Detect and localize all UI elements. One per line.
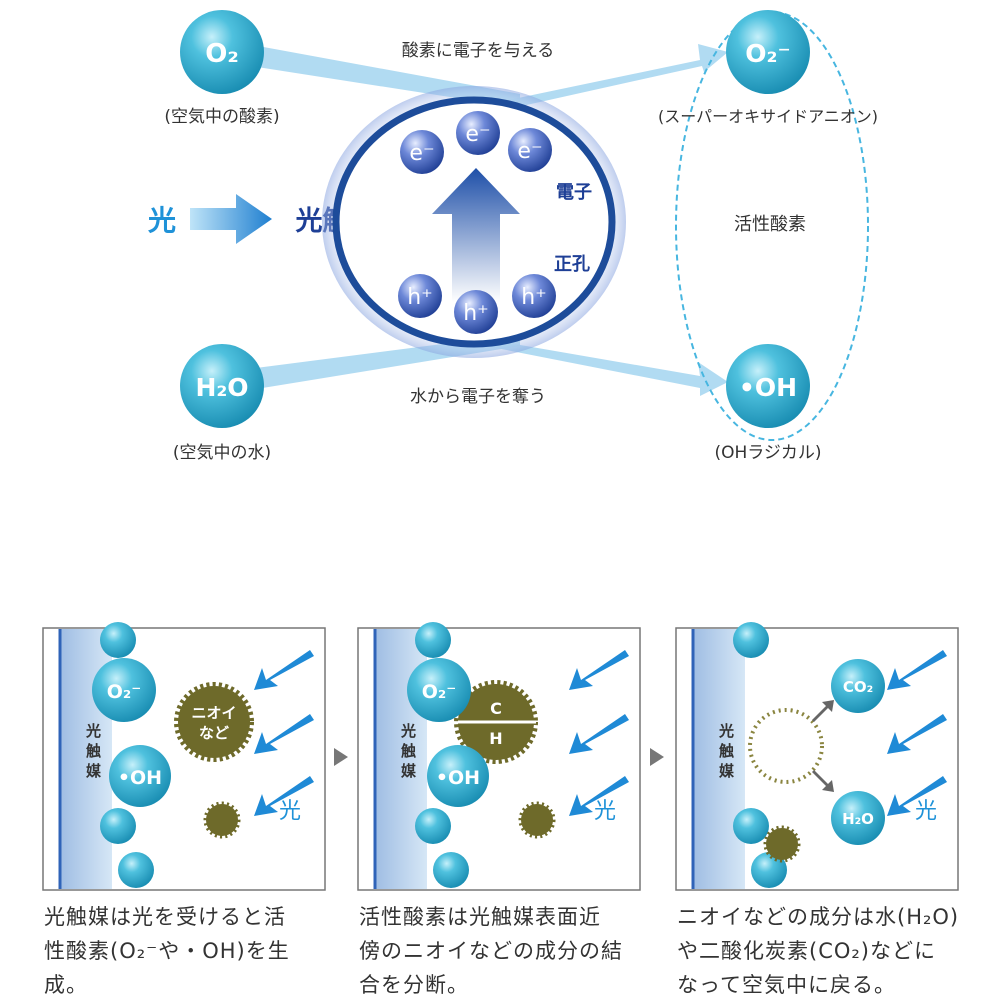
panel-3-h2o: H₂O <box>831 791 885 845</box>
panel-1-caption-line-3: 成。 <box>44 973 88 997</box>
electron-1-label: e⁻ <box>409 141 434 166</box>
panel-2-caption-line-1: 活性酸素は光触媒表面近 <box>359 905 601 929</box>
excitation-arrow <box>432 168 520 302</box>
step-arrow-1 <box>334 748 348 766</box>
panel-2-light-rays <box>569 650 629 816</box>
panel-1-light-label: 光 <box>279 799 301 824</box>
hole-3: h⁺ <box>512 274 556 318</box>
panel-2-bond-bottom: H <box>489 729 502 748</box>
panel-1-superoxide-label: O₂⁻ <box>107 681 142 703</box>
electron-label: 電子 <box>556 182 592 203</box>
panel-3-surface-label: 光触媒 <box>718 722 735 780</box>
hole-1: h⁺ <box>398 274 442 318</box>
electron-2-label: e⁻ <box>465 122 490 147</box>
lower-outgoing-arrow <box>480 338 728 396</box>
superoxide-caption: (スーパーオキサイドアニオン) <box>658 107 878 126</box>
panel-1-odor-particle <box>203 801 241 839</box>
arrow-top-label: 酸素に電子を与える <box>402 41 555 61</box>
o2-label: O₂ <box>205 39 239 69</box>
panel-1-caption-line-2: 性酸素(O₂⁻や・OH)を生 <box>44 939 290 963</box>
panel-1-superoxide: O₂⁻ <box>92 658 156 722</box>
active-oxygen-boundary <box>675 11 869 441</box>
h2o-caption: (空気中の水) <box>173 443 271 463</box>
panel-1-caption-line-1: 光触媒は光を受けると活 <box>44 905 286 929</box>
panel-2-odor-particle <box>518 801 556 839</box>
electron-1: e⁻ <box>400 130 444 174</box>
panel-3-arrow-down <box>812 770 834 792</box>
hole-3-label: h⁺ <box>521 285 547 310</box>
panel-1-light-rays <box>254 650 314 816</box>
panel-3-caption-line-1: ニオイなどの成分は水(H₂O) <box>677 905 960 929</box>
h2o-label: H₂O <box>195 373 248 402</box>
water-molecule: H₂O <box>180 344 264 428</box>
oh-radical-molecule: •OH <box>726 344 810 428</box>
light-label: 光 <box>147 204 176 237</box>
panel-2-caption: 活性酸素は光触媒表面近 傍のニオイなどの成分の結 合を分断。 <box>359 900 654 1002</box>
panel-2: 光触媒 C H O₂⁻ •OH 光 <box>357 622 641 891</box>
panel-2-caption-line-2: 傍のニオイなどの成分の結 <box>359 939 623 963</box>
hole-label: 正孔 <box>554 254 590 275</box>
hole-1-label: h⁺ <box>407 285 433 310</box>
oxygen-molecule: O₂ <box>180 10 264 94</box>
panel-3-odor-particle <box>763 825 801 863</box>
arrow-bottom-label: 水から電子を奪う <box>410 387 546 407</box>
superoxide-label: O₂⁻ <box>745 39 790 68</box>
panel-3-decomposed-ring <box>748 708 824 784</box>
panel-3-co2: CO₂ <box>831 659 885 713</box>
panel-2-light-label: 光 <box>594 799 616 824</box>
panel-1-surface-label: 光触媒 <box>85 722 102 780</box>
panel-3-caption: ニオイなどの成分は水(H₂O) や二酸化炭素(CO₂)などに なって空気中に戻る… <box>677 900 977 1002</box>
panel-2-superoxide-label: O₂⁻ <box>422 681 457 703</box>
panel-1-oh: •OH <box>109 745 171 807</box>
hole-2: h⁺ <box>454 290 498 334</box>
panel-2-oh-label: •OH <box>436 767 480 789</box>
panel-3-surface <box>693 629 745 889</box>
panel-3-caption-line-2: や二酸化炭素(CO₂)などに <box>677 939 936 963</box>
panel-2-superoxide: O₂⁻ <box>407 658 471 722</box>
panel-1-odor: ニオイなど <box>174 682 254 762</box>
panel-3-caption-line-3: なって空気中に戻る。 <box>677 973 896 997</box>
o2-caption: (空気中の酸素) <box>164 107 279 127</box>
panel-1: 光触媒 O₂⁻ •OH ニオイなど 光 <box>42 622 326 891</box>
panel-3-arrow-up <box>812 700 834 722</box>
active-oxygen-label: 活性酸素 <box>734 214 806 235</box>
panel-2-caption-line-3: 合を分断。 <box>359 973 469 997</box>
light-arrow <box>190 194 272 244</box>
panel-2-surface-label: 光触媒 <box>400 722 417 780</box>
panel-1-odor-label: ニオイなど <box>191 704 236 742</box>
oh-radical-caption: (OHラジカル) <box>714 443 821 463</box>
electron-2: e⁻ <box>456 111 500 155</box>
superoxide-molecule: O₂⁻ <box>726 10 810 94</box>
oh-radical-label: •OH <box>739 373 797 402</box>
electron-3: e⁻ <box>508 128 552 172</box>
panel-2-oh: •OH <box>427 745 489 807</box>
panel-3-light-rays <box>887 650 947 816</box>
panel-3-light-label: 光 <box>915 799 937 824</box>
panel-3-co2-label: CO₂ <box>843 678 873 696</box>
electron-3-label: e⁻ <box>517 139 542 164</box>
panel-2-bond-top: C <box>490 699 502 718</box>
panel-1-oh-label: •OH <box>118 767 162 789</box>
panel-1-caption: 光触媒は光を受けると活 性酸素(O₂⁻や・OH)を生 成。 <box>44 900 334 1002</box>
panel-3-h2o-label: H₂O <box>842 810 874 828</box>
panel-3: 光触媒 CO₂ H₂O 光 <box>675 622 959 891</box>
upper-outgoing-arrow <box>480 44 728 114</box>
hole-2-label: h⁺ <box>463 301 489 326</box>
panel-2-odor: C H <box>454 680 538 764</box>
step-arrow-2 <box>650 748 664 766</box>
